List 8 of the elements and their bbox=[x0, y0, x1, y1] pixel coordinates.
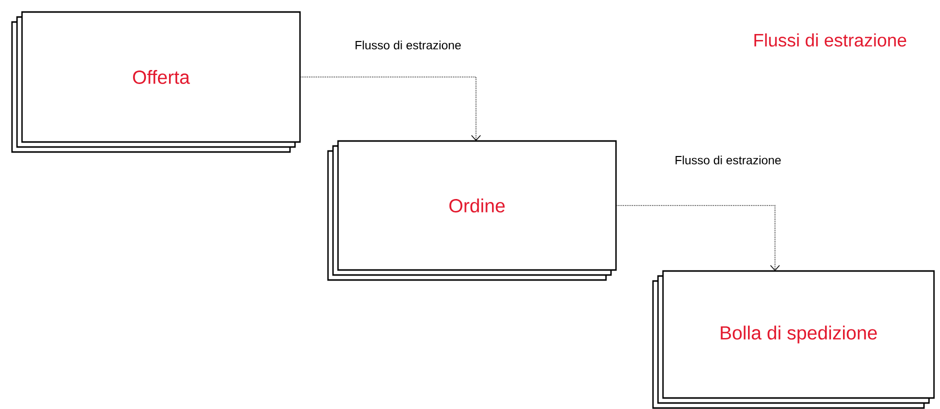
arrow bbox=[616, 205, 780, 271]
document-stack: Offerta bbox=[11, 11, 301, 153]
arrow bbox=[300, 76, 481, 141]
edge-label: Flusso di estrazione bbox=[676, 156, 781, 164]
document-stack: Ordine bbox=[327, 140, 617, 281]
document-stack: Bolla di spedizione bbox=[652, 270, 935, 409]
edge-label: Flusso di estrazione bbox=[356, 40, 461, 50]
heading: Flussi di estrazione bbox=[754, 33, 906, 47]
